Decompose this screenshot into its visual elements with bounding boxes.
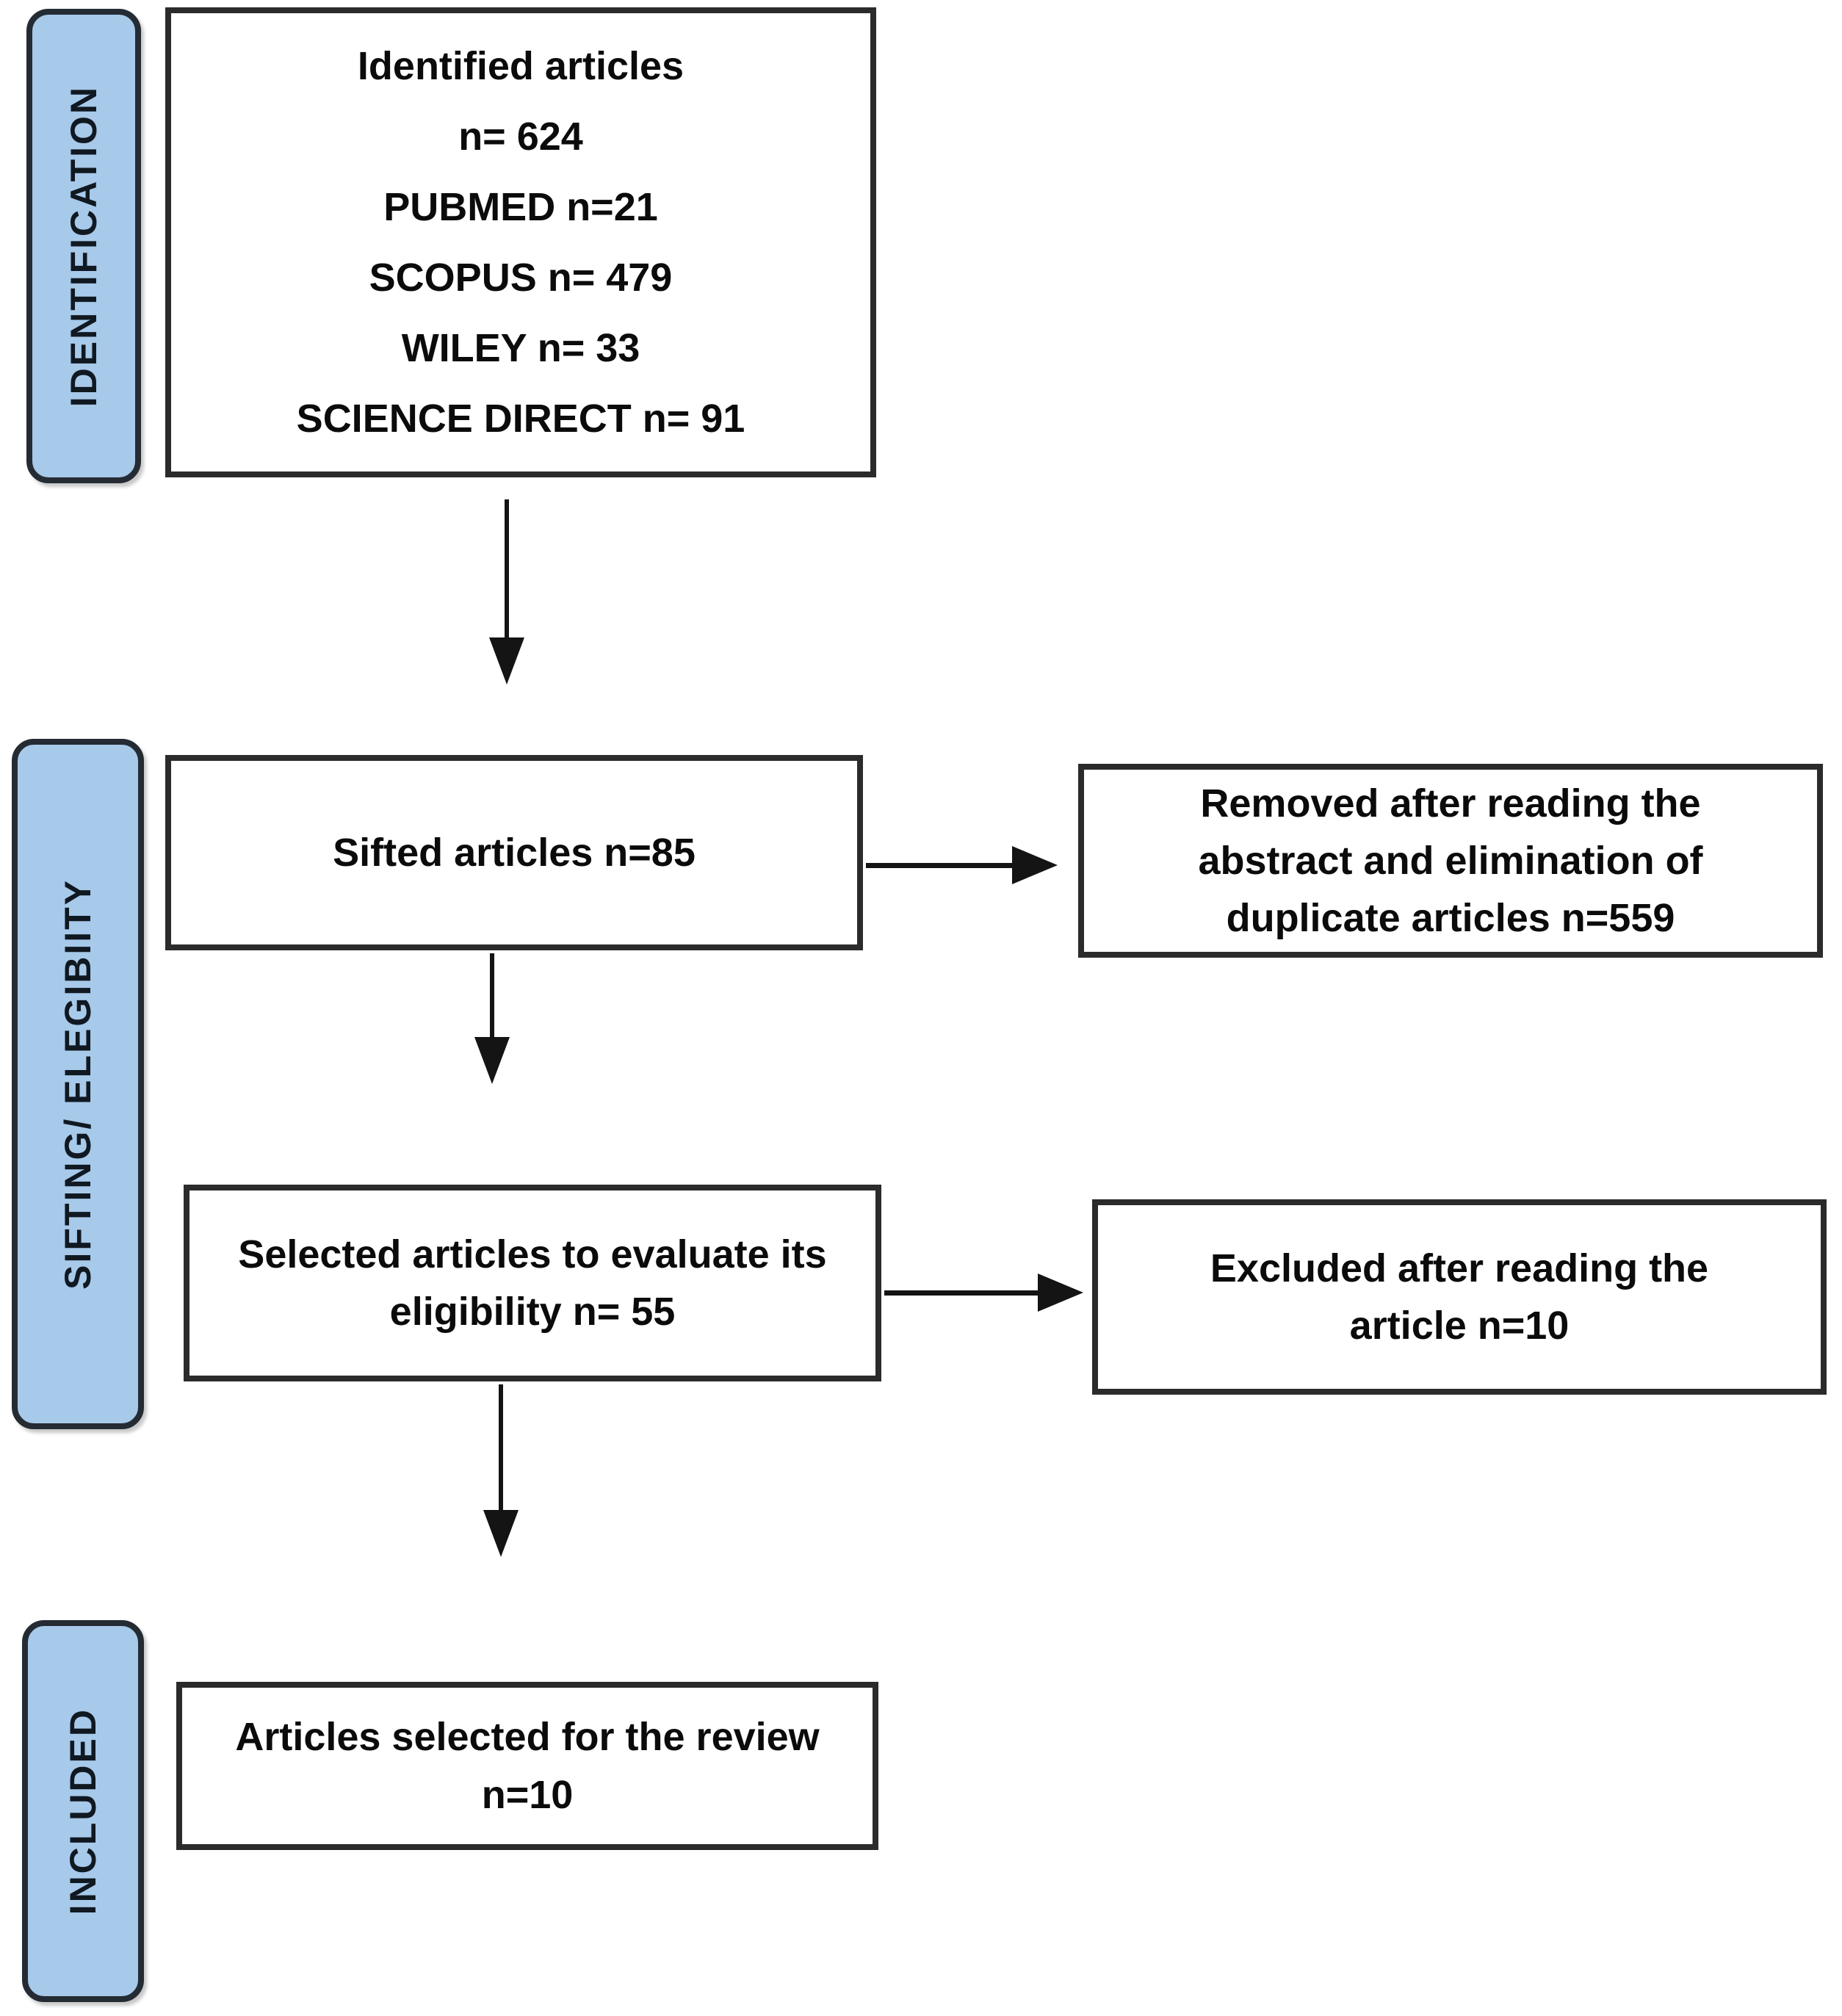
arrow-down-shaft [505,499,509,639]
box-line: SCOPUS n= 479 [369,256,673,300]
stage-label-identification: IDENTIFICATION [63,84,104,408]
box-line: n= 624 [458,114,583,159]
arrow-right-shaft [884,1290,1039,1296]
box-line: Sifted articles n=85 [333,830,696,875]
arrow-down-shaft [490,953,494,1038]
stage-pill-included: INCLUDED [22,1620,144,2002]
box-removed-after-abstract: Removed after reading the abstract and e… [1078,764,1823,958]
box-sifted-articles: Sifted articles n=85 [165,755,863,950]
box-line: SCIENCE DIRECT n= 91 [296,397,745,441]
box-line: abstract and elimination of [1198,838,1703,883]
box-line: WILEY n= 33 [401,326,640,371]
stage-pill-sifting-eligibility: SIFTING/ ELEGIBIITY [12,739,144,1429]
box-line: Excluded after reading the [1210,1246,1709,1290]
box-articles-selected-for-review: Articles selected for the review n=10 [176,1682,878,1850]
box-line: Articles selected for the review [235,1715,820,1760]
arrow-right-shaft [866,863,1013,868]
box-line: n=10 [481,1772,574,1817]
arrow-down-icon [483,1510,519,1557]
box-selected-for-eligibility: Selected articles to evaluate its eligib… [184,1185,881,1381]
arrow-down-shaft [499,1384,503,1511]
stage-label-included: INCLUDED [62,1707,104,1915]
stage-pill-identification: IDENTIFICATION [26,9,141,483]
box-line: Selected articles to evaluate its [238,1232,827,1276]
box-line: article n=10 [1349,1304,1570,1348]
box-line: duplicate articles n=559 [1226,896,1675,941]
box-line: eligibility n= 55 [389,1290,676,1334]
arrow-down-icon [489,637,524,684]
arrow-right-icon [1038,1273,1083,1312]
box-line: Removed after reading the [1200,781,1701,825]
box-excluded-after-article: Excluded after reading the article n=10 [1092,1199,1827,1395]
box-line: Identified articles [357,43,685,88]
arrow-down-icon [474,1037,510,1084]
stage-label-sifting-eligibility: SIFTING/ ELEGIBIITY [57,878,98,1290]
box-identified-articles: Identified articles n= 624 PUBMED n=21 S… [165,7,876,477]
box-line: PUBMED n=21 [383,184,658,229]
arrow-right-icon [1012,846,1058,884]
